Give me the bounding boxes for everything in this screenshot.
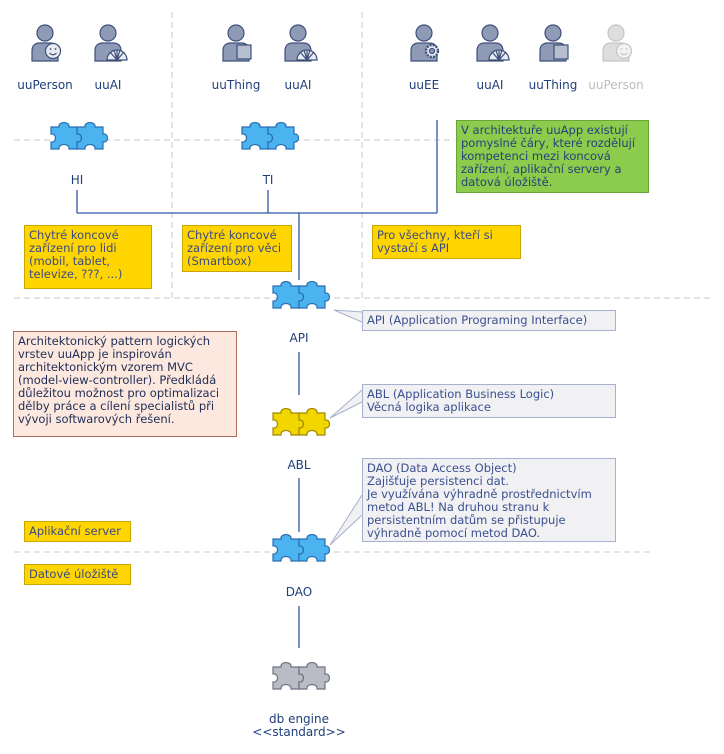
actor-label: uuThing (212, 78, 261, 92)
devices-people-note: Chytré koncové zařízení pro lidi (mobil,… (24, 225, 152, 289)
actor-uuee: uuEE (409, 24, 440, 92)
data-storage-label: Datové úložiště (24, 564, 131, 585)
actor-label: uuAI (285, 78, 312, 92)
puzzle-icon (241, 121, 300, 150)
dao-callout-tail (329, 494, 363, 546)
person-shell-icon (284, 24, 318, 62)
person-box-icon (222, 24, 252, 62)
actor-label: uuAI (477, 78, 504, 92)
actor-uuperson-1: uuPerson (17, 24, 73, 92)
db-engine-stereotype: <<standard>> (252, 725, 345, 739)
puzzle-icon (272, 407, 331, 436)
app-server-label: Aplikační server (24, 521, 131, 542)
actor-uuperson-2: uuPerson (588, 24, 644, 92)
actor-uuai-1: uuAI (94, 24, 128, 92)
ti-component: TI (241, 121, 300, 187)
actor-label: uuPerson (17, 78, 73, 92)
api-callout-tail (333, 309, 363, 323)
db-engine-label: db engine (269, 712, 329, 726)
puzzle-icon (272, 661, 331, 690)
api-label: API (290, 331, 309, 345)
dao-description-note: DAO (Data Access Object) Zajišťuje persi… (362, 458, 616, 542)
api-for-all-note: Pro všechny, kteří si vystačí s API (372, 225, 521, 259)
actor-label: uuPerson (588, 78, 644, 92)
hi-label: HI (71, 173, 84, 187)
person-smiley-icon (31, 24, 62, 62)
puzzle-icon (272, 280, 331, 309)
person-shell-icon (94, 24, 128, 62)
callout-tails (329, 309, 363, 546)
abl-callout-tail (329, 389, 363, 419)
person-smiley-icon (602, 24, 633, 62)
ti-label: TI (262, 173, 274, 187)
dao-component: DAO (272, 533, 331, 599)
person-box-icon (539, 24, 569, 62)
devices-things-note: Chytré koncové zařízení pro věci (Smartb… (182, 225, 292, 272)
api-component: API (272, 280, 331, 345)
connectors (76, 120, 438, 648)
actor-label: uuEE (409, 78, 439, 92)
person-gear-icon (410, 24, 440, 62)
api-description-note: API (Application Programing Interface) (362, 310, 616, 331)
actor-label: uuAI (95, 78, 122, 92)
dao-label: DAO (286, 585, 312, 599)
puzzle-icon (50, 121, 109, 150)
hi-component: HI (50, 121, 109, 187)
actor-uuthing-2: uuThing (529, 24, 578, 92)
actor-uuthing-1: uuThing (212, 24, 261, 92)
person-shell-icon (476, 24, 510, 62)
actor-uuai-3: uuAI (476, 24, 510, 92)
puzzle-icon (272, 533, 331, 562)
pattern-note: Architektonický pattern logických vrstev… (13, 331, 237, 437)
abl-description-note: ABL (Application Business Logic) Věcná l… (362, 384, 616, 418)
actor-uuai-2: uuAI (284, 24, 318, 92)
db-engine-component: db engine <<standard>> (252, 661, 346, 739)
boundary-note: V architektuře uuApp existují pomyslné č… (456, 120, 649, 193)
actor-label: uuThing (529, 78, 578, 92)
abl-component: ABL (272, 407, 331, 472)
abl-label: ABL (287, 458, 310, 472)
